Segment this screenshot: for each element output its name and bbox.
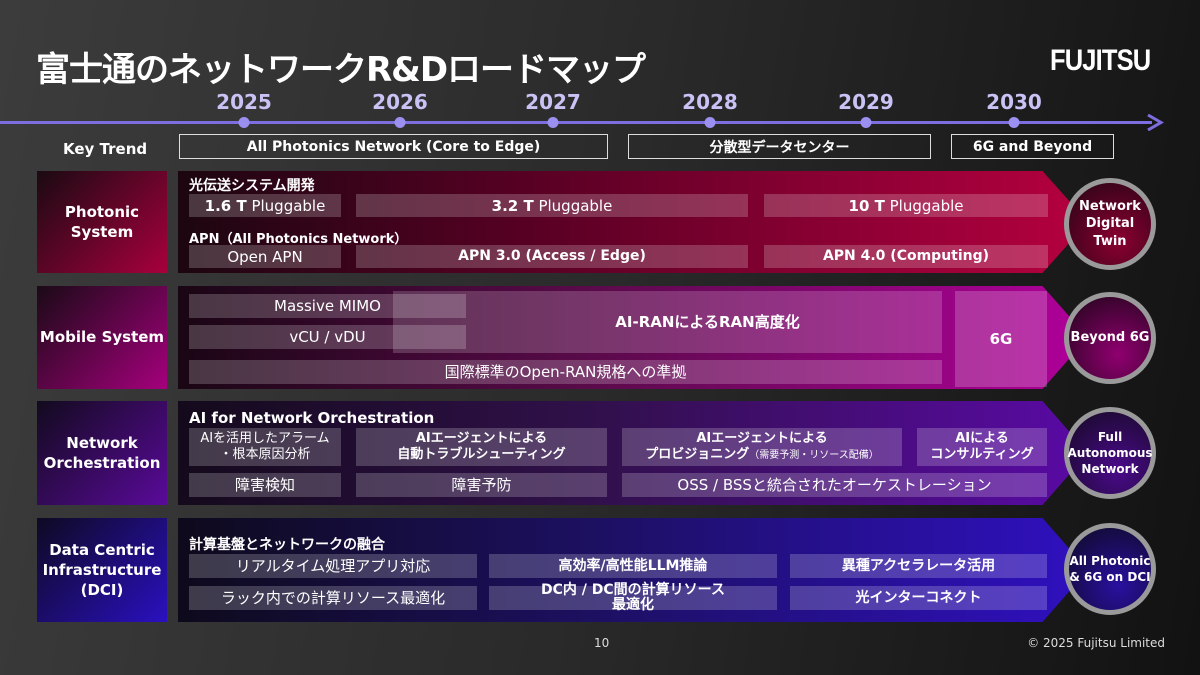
timeline-dot — [394, 117, 406, 128]
item-3-2t: 3.2 T Pluggable — [356, 194, 748, 217]
item-1-6t: 1.6 T Pluggable — [189, 194, 341, 217]
item-text: AIによる — [955, 431, 1009, 447]
row-label-orchestration: Network Orchestration — [37, 401, 167, 505]
timeline-dot — [1008, 117, 1020, 128]
item-text: AIエージェントによる — [696, 431, 828, 447]
item-auto-troubleshooting: AIエージェントによる自動トラブルシューティング — [356, 428, 607, 466]
item-text: AIエージェントによる — [415, 431, 548, 447]
band-mobile — [178, 286, 1088, 389]
item-value: 1.6 T — [204, 196, 247, 215]
band-photonic — [178, 171, 1088, 273]
year-label: 2026 — [372, 90, 428, 114]
item-fault-detection: 障害検知 — [189, 473, 341, 497]
item-note: （需要予測・リソース配備） — [749, 450, 879, 461]
item-fault-prevention: 障害予防 — [356, 473, 607, 497]
item-text: Pluggable — [884, 196, 964, 215]
item-accelerator: 異種アクセラレータ活用 — [790, 554, 1047, 578]
item-text: AIを活用したアラーム — [200, 431, 330, 447]
item-llm-inference: 高効率/高性能LLM推論 — [489, 554, 777, 578]
item-6g: 6G — [955, 291, 1047, 387]
item-open-apn: Open APN — [189, 245, 341, 268]
item-massive-mimo: Massive MIMO — [189, 294, 466, 318]
item-ai-ran: AI-RANによるRAN高度化 — [393, 291, 942, 353]
trend-6g: 6G and Beyond — [951, 134, 1114, 159]
item-value: 10 T — [848, 196, 885, 215]
item-text: 自動トラブルシューティング — [397, 447, 566, 462]
year-label: 2028 — [682, 90, 738, 114]
item-10t: 10 T Pluggable — [764, 194, 1048, 217]
item-alarm-analysis: AIを活用したアラーム・根本原因分析 — [189, 428, 341, 466]
item-text: DC内 / DC間の計算リソース — [541, 582, 725, 599]
timeline-dot — [547, 117, 559, 128]
year-label: 2027 — [525, 90, 581, 114]
year-label: 2030 — [986, 90, 1042, 114]
item-text: プロビジョニング — [645, 447, 750, 462]
key-trend-label: Key Trend — [63, 140, 148, 158]
item-text: ・根本原因分析 — [219, 447, 311, 462]
row-label-dci: Data Centric Infrastructure (DCI) — [37, 518, 167, 622]
heading-ai-orchestration: AI for Network Orchestration — [189, 409, 435, 427]
row-label-mobile: Mobile System — [37, 286, 167, 389]
timeline-dot — [238, 117, 250, 128]
item-oss-bss: OSS / BSSと統合されたオーケストレーション — [622, 473, 1047, 497]
item-consulting: AIによるコンサルティング — [917, 428, 1047, 466]
item-open-ran: 国際標準のOpen-RAN規格への準拠 — [189, 360, 942, 384]
page-number: 10 — [594, 636, 610, 650]
item-optical-interconnect: 光インターコネクト — [790, 586, 1047, 610]
item-rack-optimization: ラック内での計算リソース最適化 — [189, 586, 477, 610]
item-text: AI-RANによるRAN高度化 — [615, 313, 800, 331]
page-title: 富士通のネットワークR&Dロードマップ — [36, 50, 646, 90]
item-text: コンサルティング — [930, 447, 1034, 462]
band-dci — [178, 518, 1088, 622]
item-vcu-vdu: vCU / vDU — [189, 325, 466, 349]
timeline-arrow-icon — [1147, 114, 1164, 131]
timeline-dot — [860, 117, 872, 128]
item-value: 3.2 T — [491, 196, 534, 215]
item-dc-optimization: DC内 / DC間の計算リソース最適化 — [489, 582, 777, 613]
item-apn-3: APN 3.0 (Access / Edge) — [356, 245, 748, 268]
trend-distributed-dc: 分散型データセンター — [628, 134, 931, 159]
item-apn-4: APN 4.0 (Computing) — [764, 245, 1048, 268]
fujitsu-logo: FUJITSU — [1050, 44, 1151, 77]
trend-apn: All Photonics Network (Core to Edge) — [179, 134, 608, 159]
year-label: 2029 — [838, 90, 894, 114]
heading-compute-network: 計算基盤とネットワークの融合 — [189, 537, 385, 553]
year-label: 2025 — [216, 90, 272, 114]
item-text: 最適化 — [612, 597, 654, 613]
item-provisioning: AIエージェントによるプロビジョニング（需要予測・リソース配備） — [622, 428, 902, 466]
timeline-dot — [704, 117, 716, 128]
timeline-line — [0, 121, 1152, 124]
item-text: Pluggable — [246, 196, 326, 215]
row-label-photonic: Photonic System — [37, 171, 167, 273]
item-text: Pluggable — [533, 196, 613, 215]
goal-full-autonomous-network: Full Autonomous Network — [1064, 407, 1156, 499]
band-orchestration — [178, 401, 1088, 505]
heading-apn: APN（All Photonics Network） — [189, 232, 408, 247]
goal-beyond-6g: Beyond 6G — [1064, 292, 1156, 384]
goal-network-digital-twin: Network Digital Twin — [1064, 178, 1156, 270]
copyright: © 2025 Fujitsu Limited — [1027, 636, 1165, 650]
item-realtime: リアルタイム処理アプリ対応 — [189, 554, 477, 578]
heading-optical-transport: 光伝送システム開発 — [189, 178, 315, 194]
goal-all-photonic-dci: All Photonic & 6G on DCI — [1064, 523, 1156, 615]
